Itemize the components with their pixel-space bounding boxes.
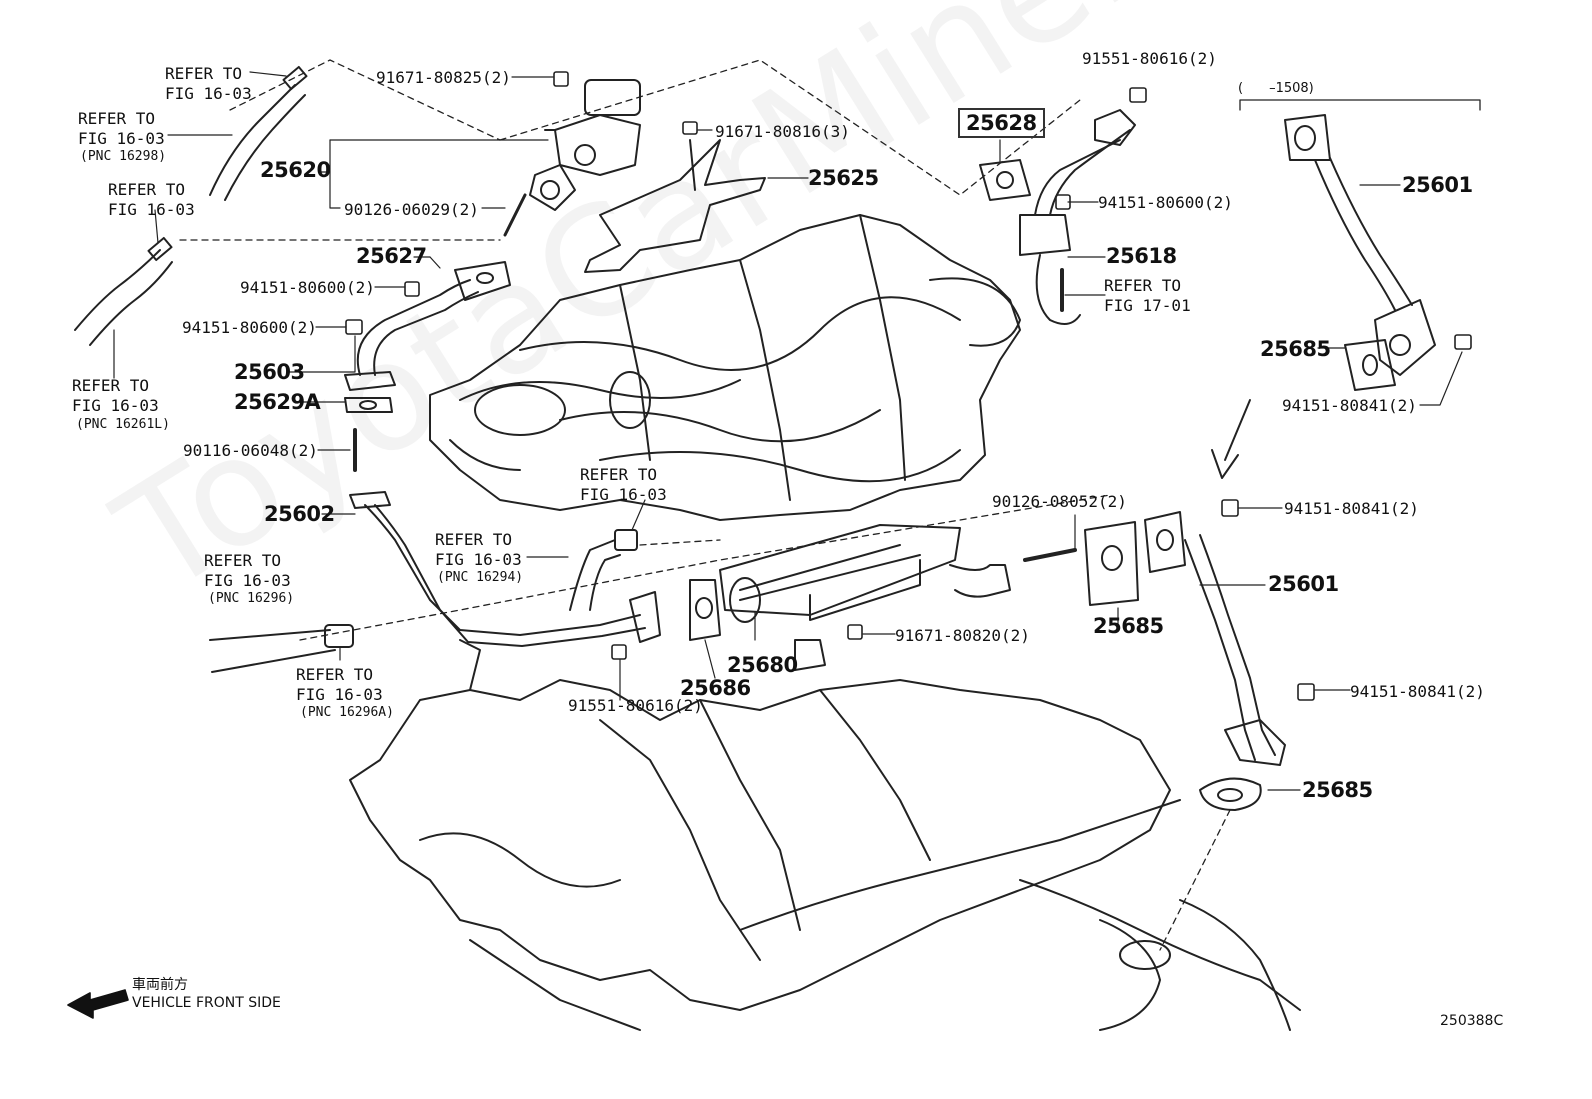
hw-91671-80825[interactable]: 91671-80825(2) bbox=[376, 68, 511, 87]
bracket bbox=[584, 139, 766, 273]
refer-note-7-pnc: (PNC 16294) bbox=[437, 570, 524, 585]
leader-lines bbox=[113, 71, 1463, 791]
egr-valve bbox=[503, 79, 641, 237]
part-25685-mid[interactable]: 25685 bbox=[1093, 614, 1164, 638]
refer-note-2[interactable]: REFER TO FIG 16-03 bbox=[78, 109, 165, 148]
part-25603[interactable]: 25603 bbox=[234, 360, 305, 384]
refer-note-1[interactable]: REFER TO FIG 16-03 bbox=[165, 64, 252, 103]
part-25625[interactable]: 25625 bbox=[808, 166, 879, 190]
direction-arrows bbox=[1211, 399, 1251, 479]
gasket-25685-lower bbox=[1199, 777, 1262, 811]
part-25685-upper[interactable]: 25685 bbox=[1260, 337, 1331, 361]
hw-91671-80816[interactable]: 91671-80816(3) bbox=[715, 122, 850, 141]
part-25618[interactable]: 25618 bbox=[1106, 244, 1177, 268]
refer-note-3[interactable]: REFER TO FIG 16-03 bbox=[108, 180, 195, 219]
pipe-25628-25618 bbox=[979, 109, 1136, 325]
refer-note-4-pnc: (PNC 16261L) bbox=[76, 417, 170, 432]
hw-91551-80616-b[interactable]: 91551-80616(2) bbox=[568, 696, 703, 715]
part-25620[interactable]: 25620 bbox=[260, 158, 331, 182]
range-bracket bbox=[1239, 99, 1481, 111]
coolant-hoses bbox=[74, 65, 638, 673]
part-25629a[interactable]: 25629A bbox=[234, 390, 321, 414]
refer-note-8[interactable]: REFER TO FIG 16-03 bbox=[204, 551, 291, 590]
part-25686[interactable]: 25686 bbox=[680, 676, 751, 700]
refer-note-9-pnc: (PNC 16296A) bbox=[300, 705, 394, 720]
bolts bbox=[345, 71, 1472, 701]
dashed-group-boundary bbox=[179, 59, 1231, 951]
hw-90126-06029[interactable]: 90126-06029(2) bbox=[344, 200, 479, 219]
gasket-25685-mid bbox=[1084, 521, 1139, 606]
pipe-25627 bbox=[344, 261, 511, 391]
part-25601-lower[interactable]: 25601 bbox=[1268, 572, 1339, 596]
hw-90116-06048[interactable]: 90116-06048(2) bbox=[183, 441, 318, 460]
gasket-25629a bbox=[344, 397, 393, 413]
hw-94151-80600-b[interactable]: 94151-80600(2) bbox=[182, 318, 317, 337]
hw-94151-80600-c[interactable]: 94151-80600(2) bbox=[1098, 193, 1233, 212]
part-25680[interactable]: 25680 bbox=[727, 653, 798, 677]
pipe-25601-lower bbox=[1144, 511, 1286, 766]
hw-94151-80841-b[interactable]: 94151-80841(2) bbox=[1284, 499, 1419, 518]
refer-note-6[interactable]: REFER TO FIG 16-03 bbox=[580, 465, 667, 504]
part-25601-upper[interactable]: 25601 bbox=[1402, 173, 1473, 197]
part-25627[interactable]: 25627 bbox=[356, 244, 427, 268]
hw-90126-08052[interactable]: 90126-08052(2) bbox=[992, 492, 1127, 511]
hw-94151-80600-a[interactable]: 94151-80600(2) bbox=[240, 278, 375, 297]
refer-note-5[interactable]: REFER TO FIG 17-01 bbox=[1104, 276, 1191, 315]
refer-note-2-pnc: (PNC 16298) bbox=[80, 149, 167, 164]
part-25602[interactable]: 25602 bbox=[264, 502, 335, 526]
engine-outline bbox=[349, 214, 1301, 1031]
pipe-25602 bbox=[349, 491, 661, 691]
range-label: ( –1508) bbox=[1238, 81, 1314, 96]
refer-note-8-pnc: (PNC 16296) bbox=[208, 591, 295, 606]
part-25628-highlighted[interactable]: 25628 bbox=[958, 108, 1045, 138]
part-25685-lower[interactable]: 25685 bbox=[1302, 778, 1373, 802]
diagram-id: 250388C bbox=[1440, 1013, 1504, 1029]
pipe-25601-upper bbox=[1284, 114, 1436, 376]
hw-94151-80841-c[interactable]: 94151-80841(2) bbox=[1350, 682, 1485, 701]
hw-91551-80616-a[interactable]: 91551-80616(2) bbox=[1082, 49, 1217, 68]
stud bbox=[1023, 548, 1077, 562]
refer-note-9[interactable]: REFER TO FIG 16-03 bbox=[296, 665, 383, 704]
hw-94151-80841-a[interactable]: 94151-80841(2) bbox=[1282, 396, 1417, 415]
vehicle-front-en: VEHICLE FRONT SIDE bbox=[132, 995, 281, 1011]
refer-note-7[interactable]: REFER TO FIG 16-03 bbox=[435, 530, 522, 569]
vehicle-front-arrow bbox=[67, 989, 129, 1019]
hw-91671-80820[interactable]: 91671-80820(2) bbox=[895, 626, 1030, 645]
refer-note-4[interactable]: REFER TO FIG 16-03 bbox=[72, 376, 159, 415]
egr-cooler bbox=[689, 524, 1011, 671]
gasket-25685-upper bbox=[1344, 339, 1396, 391]
vehicle-front-jp: 車両前方 bbox=[132, 977, 188, 993]
